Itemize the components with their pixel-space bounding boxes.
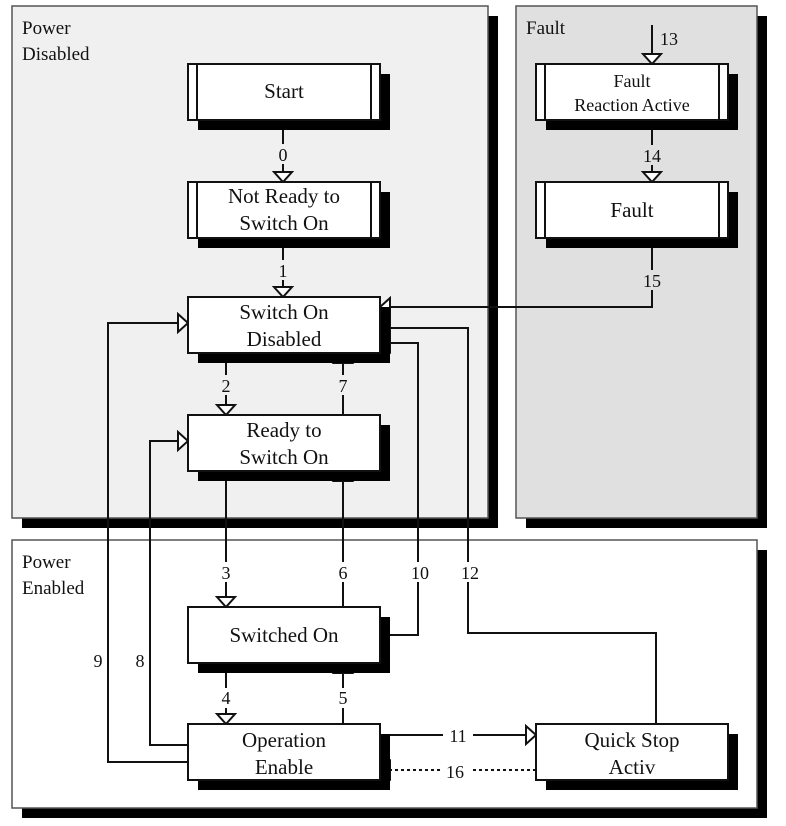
transition-label-7: 7 — [339, 376, 348, 396]
transition-label-3: 3 — [222, 563, 231, 583]
transition-label-8: 8 — [136, 651, 145, 671]
transition-labels: 0 1 2 7 3 6 4 5 9 8 10 12 11 16 13 14 15 — [94, 29, 679, 782]
state-label: Switch On — [239, 300, 329, 324]
transition-label-14: 14 — [643, 146, 661, 166]
state-label: Fault — [610, 198, 653, 222]
panel-label: Disabled — [22, 44, 90, 65]
panel-label: Power — [22, 552, 71, 573]
state-label: Switch On — [239, 211, 329, 235]
state-label: Operation — [242, 728, 326, 752]
state-label: Fault — [613, 71, 650, 91]
transition-label-12: 12 — [461, 563, 479, 583]
transition-label-2: 2 — [222, 376, 231, 396]
transition-label-13: 13 — [660, 29, 678, 49]
panel-label: Power — [22, 18, 71, 39]
transition-label-11: 11 — [449, 726, 466, 746]
state-switch-on-disabled[interactable]: Switch On Disabled — [187, 296, 390, 363]
state-label: Disabled — [247, 327, 322, 351]
state-label: Reaction Active — [574, 95, 689, 115]
transition-label-10: 10 — [411, 563, 429, 583]
state-label: Activ — [609, 755, 656, 779]
panel-label: Enabled — [22, 578, 85, 599]
transition-label-15: 15 — [643, 271, 661, 291]
state-label: Enable — [255, 755, 313, 779]
state-start[interactable]: Start — [187, 63, 390, 130]
state-label: Quick Stop — [584, 728, 679, 752]
transition-label-1: 1 — [279, 261, 288, 281]
state-fault-reaction-active[interactable]: Fault Reaction Active — [535, 63, 738, 130]
transition-label-4: 4 — [222, 688, 231, 708]
panel-label: Fault — [526, 18, 566, 39]
transition-label-5: 5 — [339, 688, 348, 708]
state-not-ready-to-switch-on[interactable]: Not Ready to Switch On — [187, 181, 390, 248]
state-label: Switch On — [239, 445, 329, 469]
state-quick-stop-activ[interactable]: Quick Stop Activ — [535, 723, 738, 790]
transition-label-16: 16 — [446, 762, 464, 782]
state-label: Switched On — [229, 623, 339, 647]
state-label: Not Ready to — [228, 184, 340, 208]
transition-label-6: 6 — [339, 563, 348, 583]
state-fault[interactable]: Fault — [535, 181, 738, 248]
transition-label-0: 0 — [279, 145, 288, 165]
state-ready-to-switch-on[interactable]: Ready to Switch On — [187, 414, 390, 481]
state-label: Ready to — [246, 418, 321, 442]
transition-label-9: 9 — [94, 651, 103, 671]
state-label: Start — [264, 79, 304, 103]
state-operation-enable[interactable]: Operation Enable — [187, 723, 390, 790]
state-switched-on[interactable]: Switched On — [187, 606, 390, 673]
